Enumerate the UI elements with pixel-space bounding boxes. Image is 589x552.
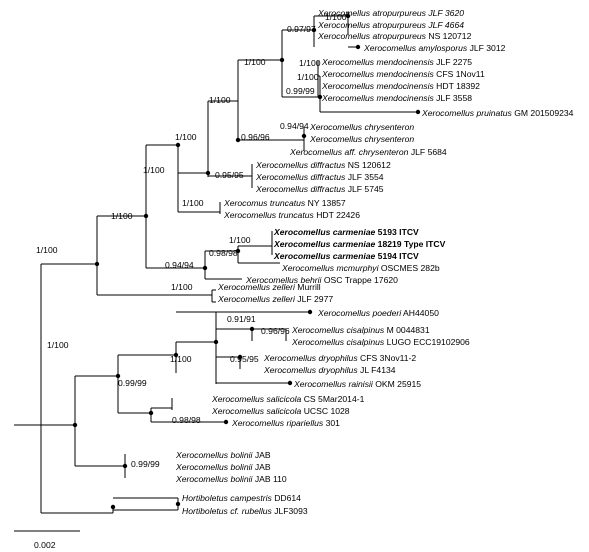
tip-label: Xerocomellus zelleri Murrill [217,282,321,292]
tip-label: Xerocomus truncatus NY 13857 [223,198,346,208]
tip-label: Xerocomellus mendocinensis HDT 18392 [321,81,480,91]
tree-nodes [72,13,421,510]
node-dot [205,170,211,176]
tip-label: Xerocomellus mendocinensis JLF 2275 [321,57,472,67]
tip-label: Xerocomellus diffractus JLF 5745 [255,184,384,194]
node-dot [115,373,121,379]
tip-label: Xerocomellus dryophilus CFS 3Nov11-2 [263,353,416,363]
tip-label: Xerocomellus aff. chrysenteron JLF 5684 [289,147,447,157]
node-dot [148,410,154,416]
support-value: 1/100 [111,211,133,221]
node-dot [175,501,181,507]
node-dot [110,504,116,510]
node-dot [122,463,128,469]
support-value: 0.96/96 [241,132,270,142]
support-values: 1/100 0.97/97 1/100 1/100 1/100 0.99/99 … [36,12,347,469]
node-dot [235,248,241,254]
node-dot [249,326,255,332]
node-dot [72,422,78,428]
node-dot [311,27,317,33]
support-value: 0.99/99 [131,459,160,469]
support-value: 0.97/97 [287,24,316,34]
tip-label-carmeniae-type: Xerocomellus carmeniae 18219 Type ITCV [273,239,446,249]
node-dot [287,380,293,386]
support-value: 1/100 [170,354,192,364]
tip-label: Xerocomellus cisalpinus M 0044831 [291,325,430,335]
tip-label: Xerocomellus rainisii OKM 25915 [293,379,421,389]
tip-label: Xerocomellus dryophilus JL F4134 [263,365,396,375]
node-dot [279,57,285,63]
support-value: 0.99/99 [286,86,315,96]
support-value: 0.94/94 [280,121,309,131]
support-value: 0.95/95 [215,170,244,180]
tip-label-carmeniae: Xerocomellus carmeniae 5193 ITCV [273,227,419,237]
tip-label: Xerocomellus bolinii JAB 110 [175,474,287,484]
node-dot [307,309,313,315]
support-value: 1/100 [171,282,193,292]
node-dot [317,94,323,100]
node-dot [202,265,208,271]
node-dot [355,44,361,50]
node-dot [94,261,100,267]
tip-label: Xerocomellus diffractus JLF 3554 [255,172,384,182]
tip-label: Hortiboletus campestris DD614 [182,493,301,503]
support-value: 1/100 [229,235,251,245]
support-value: 0.99/99 [118,378,147,388]
tip-label: Xerocomellus atropurpureus JLF 4664 [317,20,464,30]
support-value: 0.96/96 [261,326,290,336]
node-dot [237,354,243,360]
support-value: 0.91/91 [227,314,256,324]
tip-label: Xerocomellus truncatus HDT 22426 [223,210,360,220]
scale-bar: 0.002 [14,530,80,550]
support-value: 0.98/98 [172,415,201,425]
node-dot [415,109,421,115]
support-value: 1/100 [36,245,58,255]
support-value: 1/100 [182,198,204,208]
tree-branches [14,12,418,514]
tip-label: Xerocomellus salicicola CS 5Mar2014-1 [211,394,365,404]
tip-label: Xerocomellus ripariellus 301 [231,418,340,428]
tip-label: Xerocomellus salicicola UCSC 1028 [211,406,350,416]
tip-label: Xerocomellus poederi AH44050 [317,308,439,318]
node-dot [223,419,229,425]
node-dot [175,142,181,148]
support-value: 0.95/95 [230,354,259,364]
tip-label: Hortiboletus cf. rubellus JLF3093 [182,506,308,516]
support-value: 1/100 [297,72,319,82]
support-value: 1/100 [244,57,266,67]
tip-label: Xerocomellus zelleri JLF 2977 [217,294,333,304]
tip-label: Xerocomellus mendocinensis CFS 1Nov11 [321,69,485,79]
node-dot [235,137,241,143]
tip-label: Xerocomellus diffractus NS 120612 [255,160,391,170]
node-dot [143,213,149,219]
support-value: 1/100 [175,132,197,142]
scale-bar-label: 0.002 [34,540,56,550]
support-value: 1/100 [209,95,231,105]
tip-label: Xerocomellus bolinii JAB [175,462,271,472]
tip-label: Xerocomellus atropurpureus NS 120712 [317,31,472,41]
node-dot [345,13,351,19]
support-value: 1/100 [47,340,69,350]
tip-label: Xerocomellus chrysenteron [309,122,414,132]
tip-label: Xerocomellus mcmurphyi OSCMES 282b [281,263,440,273]
support-value: 0.98/98 [209,248,238,258]
tip-label: Xerocomellus bolinii JAB [175,450,271,460]
tip-label: Xerocomellus atropurpureus JLF 3620 [317,8,464,18]
support-value: 1/100 [143,165,165,175]
tip-label: Xerocomellus cisalpinus LUGO ECC19102906 [291,337,470,347]
support-value: 1/100 [299,58,321,68]
tip-label: Xerocomellus behrii OSC Trappe 17620 [245,275,398,285]
node-dot [213,339,219,345]
node-dot [301,133,307,139]
tip-label: Xerocomellus amylosporus JLF 3012 [363,43,506,53]
node-dot [173,352,179,358]
tip-label: Xerocomellus chrysenteron [309,134,414,144]
tip-label: Xerocomellus pruinatus GM 201509234 [421,108,574,118]
tip-label-carmeniae: Xerocomellus carmeniae 5194 ITCV [273,251,419,261]
tip-label: Xerocomellus mendocinensis JLF 3558 [321,93,472,103]
support-value: 0.94/94 [165,260,194,270]
support-value: 1/100 [325,12,347,22]
tip-labels: Xerocomellus atropurpureus JLF 3620 Xero… [175,8,574,516]
